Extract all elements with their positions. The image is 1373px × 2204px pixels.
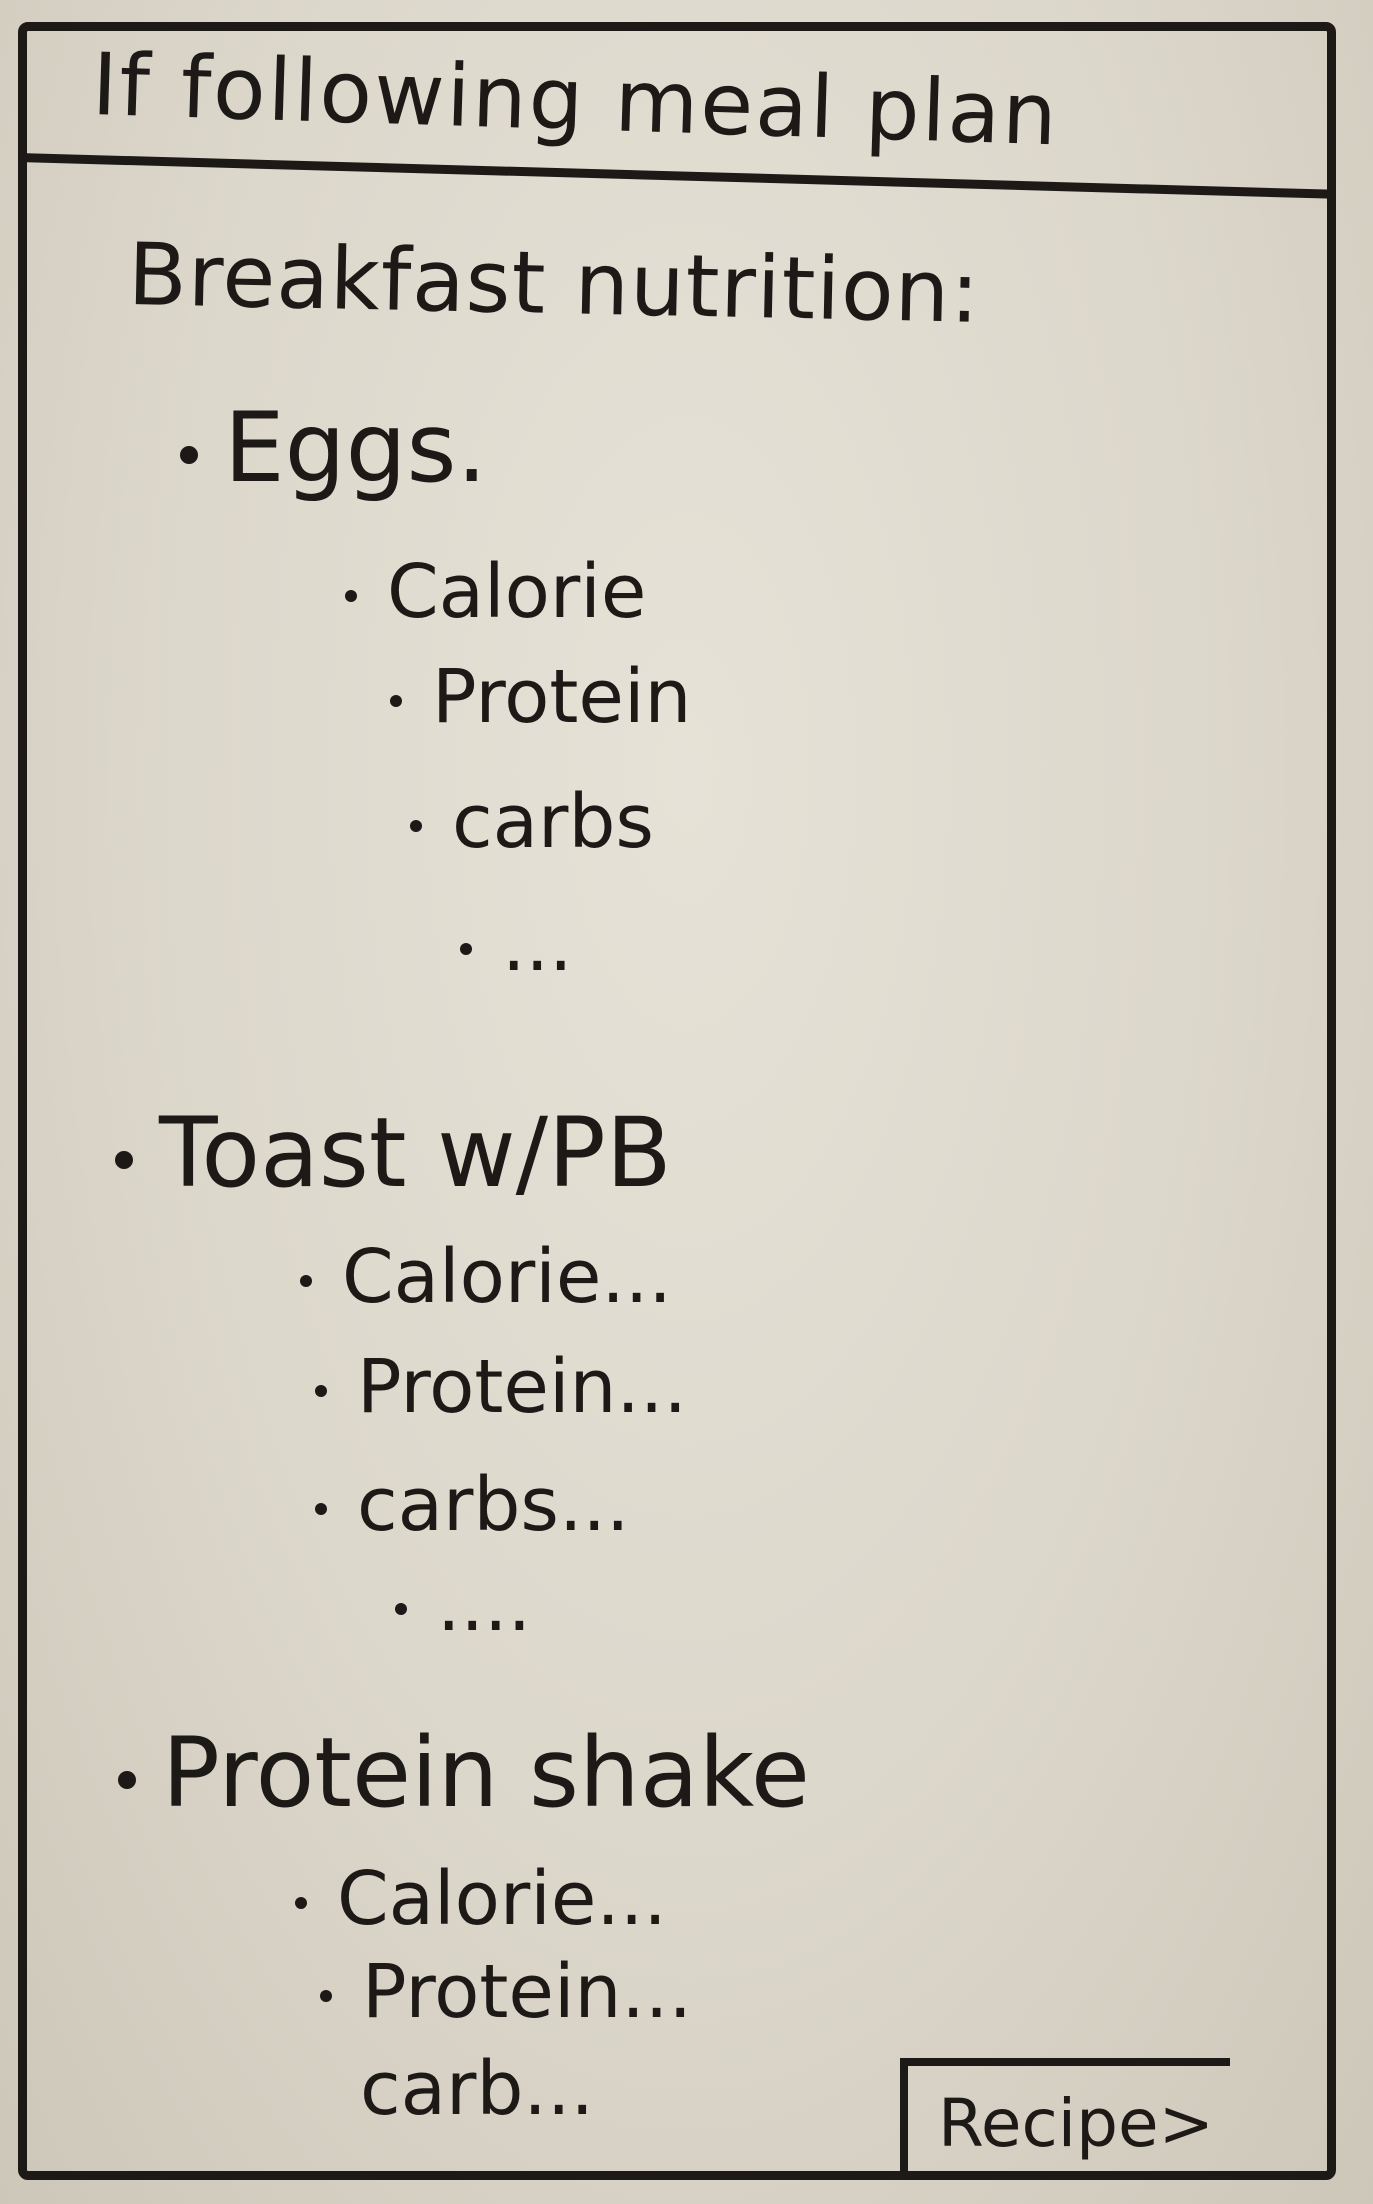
food-item-eggs[interactable]: Eggs. bbox=[180, 400, 487, 496]
recipe-button[interactable]: Recipe> bbox=[900, 2058, 1230, 2180]
nutrient-item: Calorie... bbox=[295, 1862, 667, 1936]
bullet-icon bbox=[315, 1503, 327, 1516]
food-item-protein-shake[interactable]: Protein shake bbox=[118, 1725, 810, 1821]
nutrient-item: carbs... bbox=[315, 1468, 630, 1542]
nutrient-item: carbs bbox=[410, 785, 654, 859]
bullet-icon bbox=[295, 1897, 307, 1910]
nutrient-item: ... bbox=[460, 908, 573, 982]
nutrient-item: Protein... bbox=[315, 1350, 687, 1424]
nutrient-item: Calorie bbox=[345, 555, 646, 629]
nutrient-item: Protein bbox=[390, 660, 691, 734]
bullet-icon bbox=[320, 1990, 332, 2003]
nutrient-item: .... bbox=[395, 1568, 531, 1642]
food-item-toast[interactable]: Toast w/PB bbox=[115, 1105, 672, 1201]
food-item-label: Eggs. bbox=[224, 392, 488, 504]
phone-frame bbox=[18, 22, 1336, 2180]
nutrient-item: Protein... bbox=[320, 1955, 692, 2029]
bullet-icon bbox=[300, 1275, 312, 1288]
nutrient-item: Calorie... bbox=[300, 1240, 672, 1314]
bullet-icon bbox=[118, 1770, 136, 1789]
bullet-icon bbox=[395, 1603, 407, 1616]
food-item-label: Toast w/PB bbox=[159, 1097, 672, 1209]
bullet-icon bbox=[315, 1385, 327, 1398]
food-item-label: Protein shake bbox=[162, 1717, 810, 1829]
bullet-icon bbox=[115, 1150, 133, 1169]
bullet-icon bbox=[345, 590, 357, 603]
bullet-icon bbox=[460, 943, 472, 956]
bullet-icon bbox=[180, 445, 198, 464]
bullet-icon bbox=[410, 820, 422, 833]
bullet-icon bbox=[390, 695, 402, 708]
section-heading: Breakfast nutrition: bbox=[126, 225, 982, 343]
nutrient-item: carb... bbox=[360, 2046, 594, 2132]
